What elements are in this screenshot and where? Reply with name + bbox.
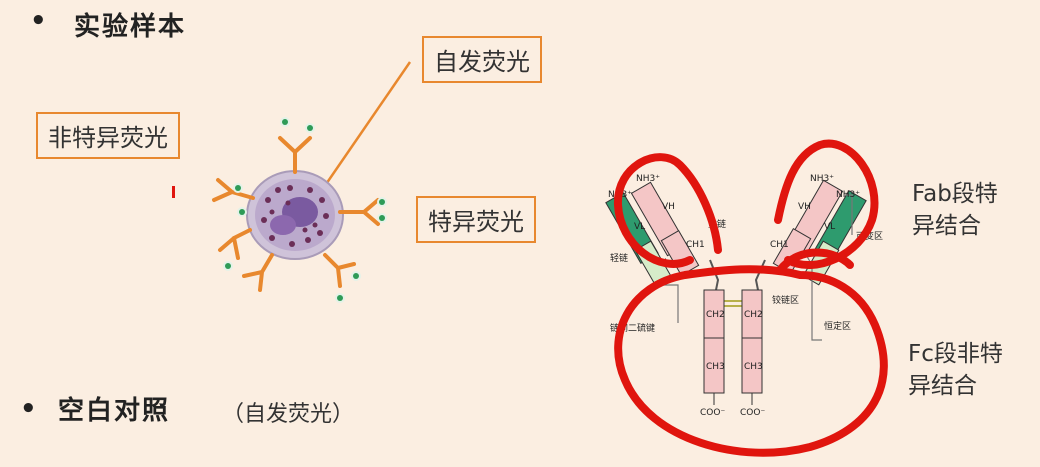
nonspecific-fluorescence-label: 非特异荧光 <box>36 112 180 159</box>
fc-binding-label: Fc段非特 异结合 <box>908 338 1038 402</box>
nh3-label-right-1: NH3⁺ <box>810 174 834 184</box>
nh3-label-right-2: NH3⁺ <box>836 190 860 200</box>
bullet-marker-1: • <box>30 6 47 36</box>
constant-region-label: 恒定区 <box>824 320 851 332</box>
light-chain-label: 轻链 <box>610 252 628 264</box>
ch3-label-right: CH3 <box>744 362 763 372</box>
red-tick-mark <box>172 186 175 198</box>
nh3-label-left-1: NH3⁺ <box>636 174 660 184</box>
ch2-label-right: CH2 <box>744 310 763 320</box>
fab-binding-line-1: Fab段特 <box>912 181 998 207</box>
fc-binding-line-2: 异结合 <box>908 373 977 399</box>
ch2-label-left: CH2 <box>706 310 725 320</box>
ch1-label-right: CH1 <box>770 240 789 250</box>
coo-label-right: COO⁻ <box>740 408 765 418</box>
fab-binding-label: Fab段特 异结合 <box>912 178 1032 242</box>
vh-label-right: VH <box>798 202 811 212</box>
antibody-structure-diagram: NH3⁺ NH3⁺ NH3⁺ NH3⁺ VH VL CH1 CL VH VL C… <box>605 139 888 457</box>
sample-heading: 实验样本 <box>74 12 187 42</box>
ch1-label-left: CH1 <box>686 240 705 250</box>
coo-label-left: COO⁻ <box>700 408 725 418</box>
antibody-markers <box>212 136 380 292</box>
specific-fluorescence-label: 特异荧光 <box>416 196 536 243</box>
ch3-label-left: CH3 <box>706 362 725 372</box>
hinge-label: 铰链区 <box>772 294 799 306</box>
vl-label-right: VL <box>824 222 835 232</box>
fc-binding-line-1: Fc段非特 <box>908 341 1003 367</box>
blank-control-heading: 空白对照 <box>58 396 171 426</box>
vl-label-left: VL <box>634 222 645 232</box>
fab-binding-line-2: 异结合 <box>912 213 981 239</box>
bullet-marker-2: • <box>20 394 37 424</box>
cell-illustration <box>212 61 412 303</box>
autofluorescence-label: 自发荧光 <box>422 36 542 83</box>
fluorophore-dots <box>223 117 387 303</box>
cell-body <box>246 170 344 260</box>
vh-label-left: VH <box>662 202 675 212</box>
red-annotation-circles <box>613 139 888 457</box>
blank-control-note: （自发荧光） <box>222 402 355 427</box>
fc-region <box>703 289 763 405</box>
